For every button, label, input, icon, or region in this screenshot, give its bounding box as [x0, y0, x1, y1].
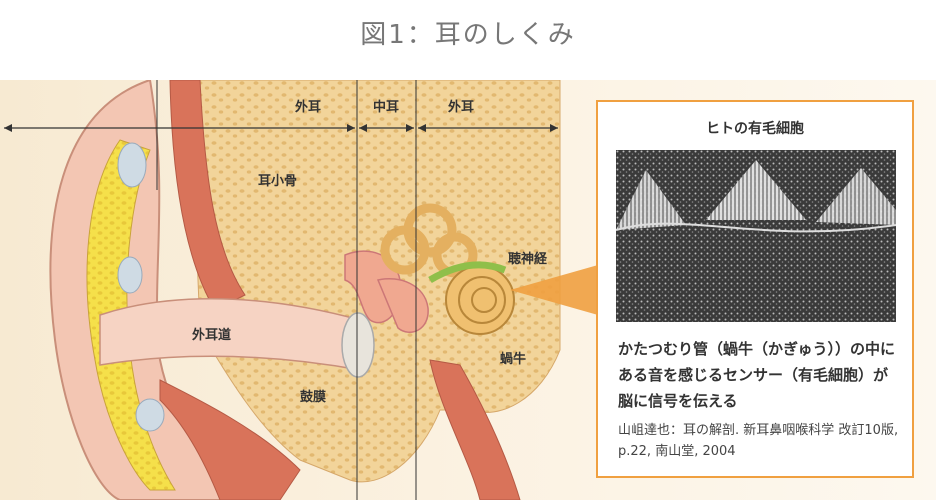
- muscle-band-lower: [159, 379, 301, 500]
- label-middle-ear: 中耳: [373, 100, 400, 115]
- cartilage-node: [135, 398, 165, 432]
- label-ear-canal: 外耳道: [192, 328, 232, 343]
- cartilage-node: [117, 142, 147, 188]
- label-outer-ear-right: 外耳: [448, 100, 475, 115]
- eustachian-tube: [429, 359, 521, 500]
- panel-citation: 山岨達也：耳の解剖. 新耳鼻咽喉科学 改訂10版, p.22, 南山堂, 200…: [618, 423, 899, 459]
- panel-title: ヒトの有毛細胞: [706, 121, 804, 137]
- label-ossicles: 耳小骨: [258, 174, 298, 189]
- panel-description: かたつむり管（蝸牛（かぎゅう））の中にある音を感じるセンサー（有毛細胞）が脳に信…: [618, 340, 896, 410]
- label-auditory-nerve: 聴神経: [508, 252, 548, 267]
- ear-diagram: 外耳 中耳 外耳 耳小骨 聴神経 外耳道 蝸牛 鼓膜 ヒトの有毛細胞: [0, 80, 936, 500]
- figure-title: 図1：耳のしくみ: [360, 20, 576, 50]
- callout-pointer: [510, 265, 598, 315]
- cartilage-node: [117, 256, 143, 294]
- hair-cell-panel: ヒトの有毛細胞: [596, 100, 914, 478]
- label-eardrum: 鼓膜: [300, 390, 327, 405]
- hair-cell-micrograph: [616, 150, 896, 322]
- eardrum-shape: [341, 312, 375, 378]
- label-cochlea: 蝸牛: [500, 352, 527, 367]
- label-outer-ear-left: 外耳: [295, 100, 322, 115]
- semicircular-canal: [432, 232, 478, 278]
- auditory-nerve-shape: [428, 261, 507, 284]
- semicircular-canal: [380, 225, 430, 275]
- ear-illustration: [4, 80, 598, 500]
